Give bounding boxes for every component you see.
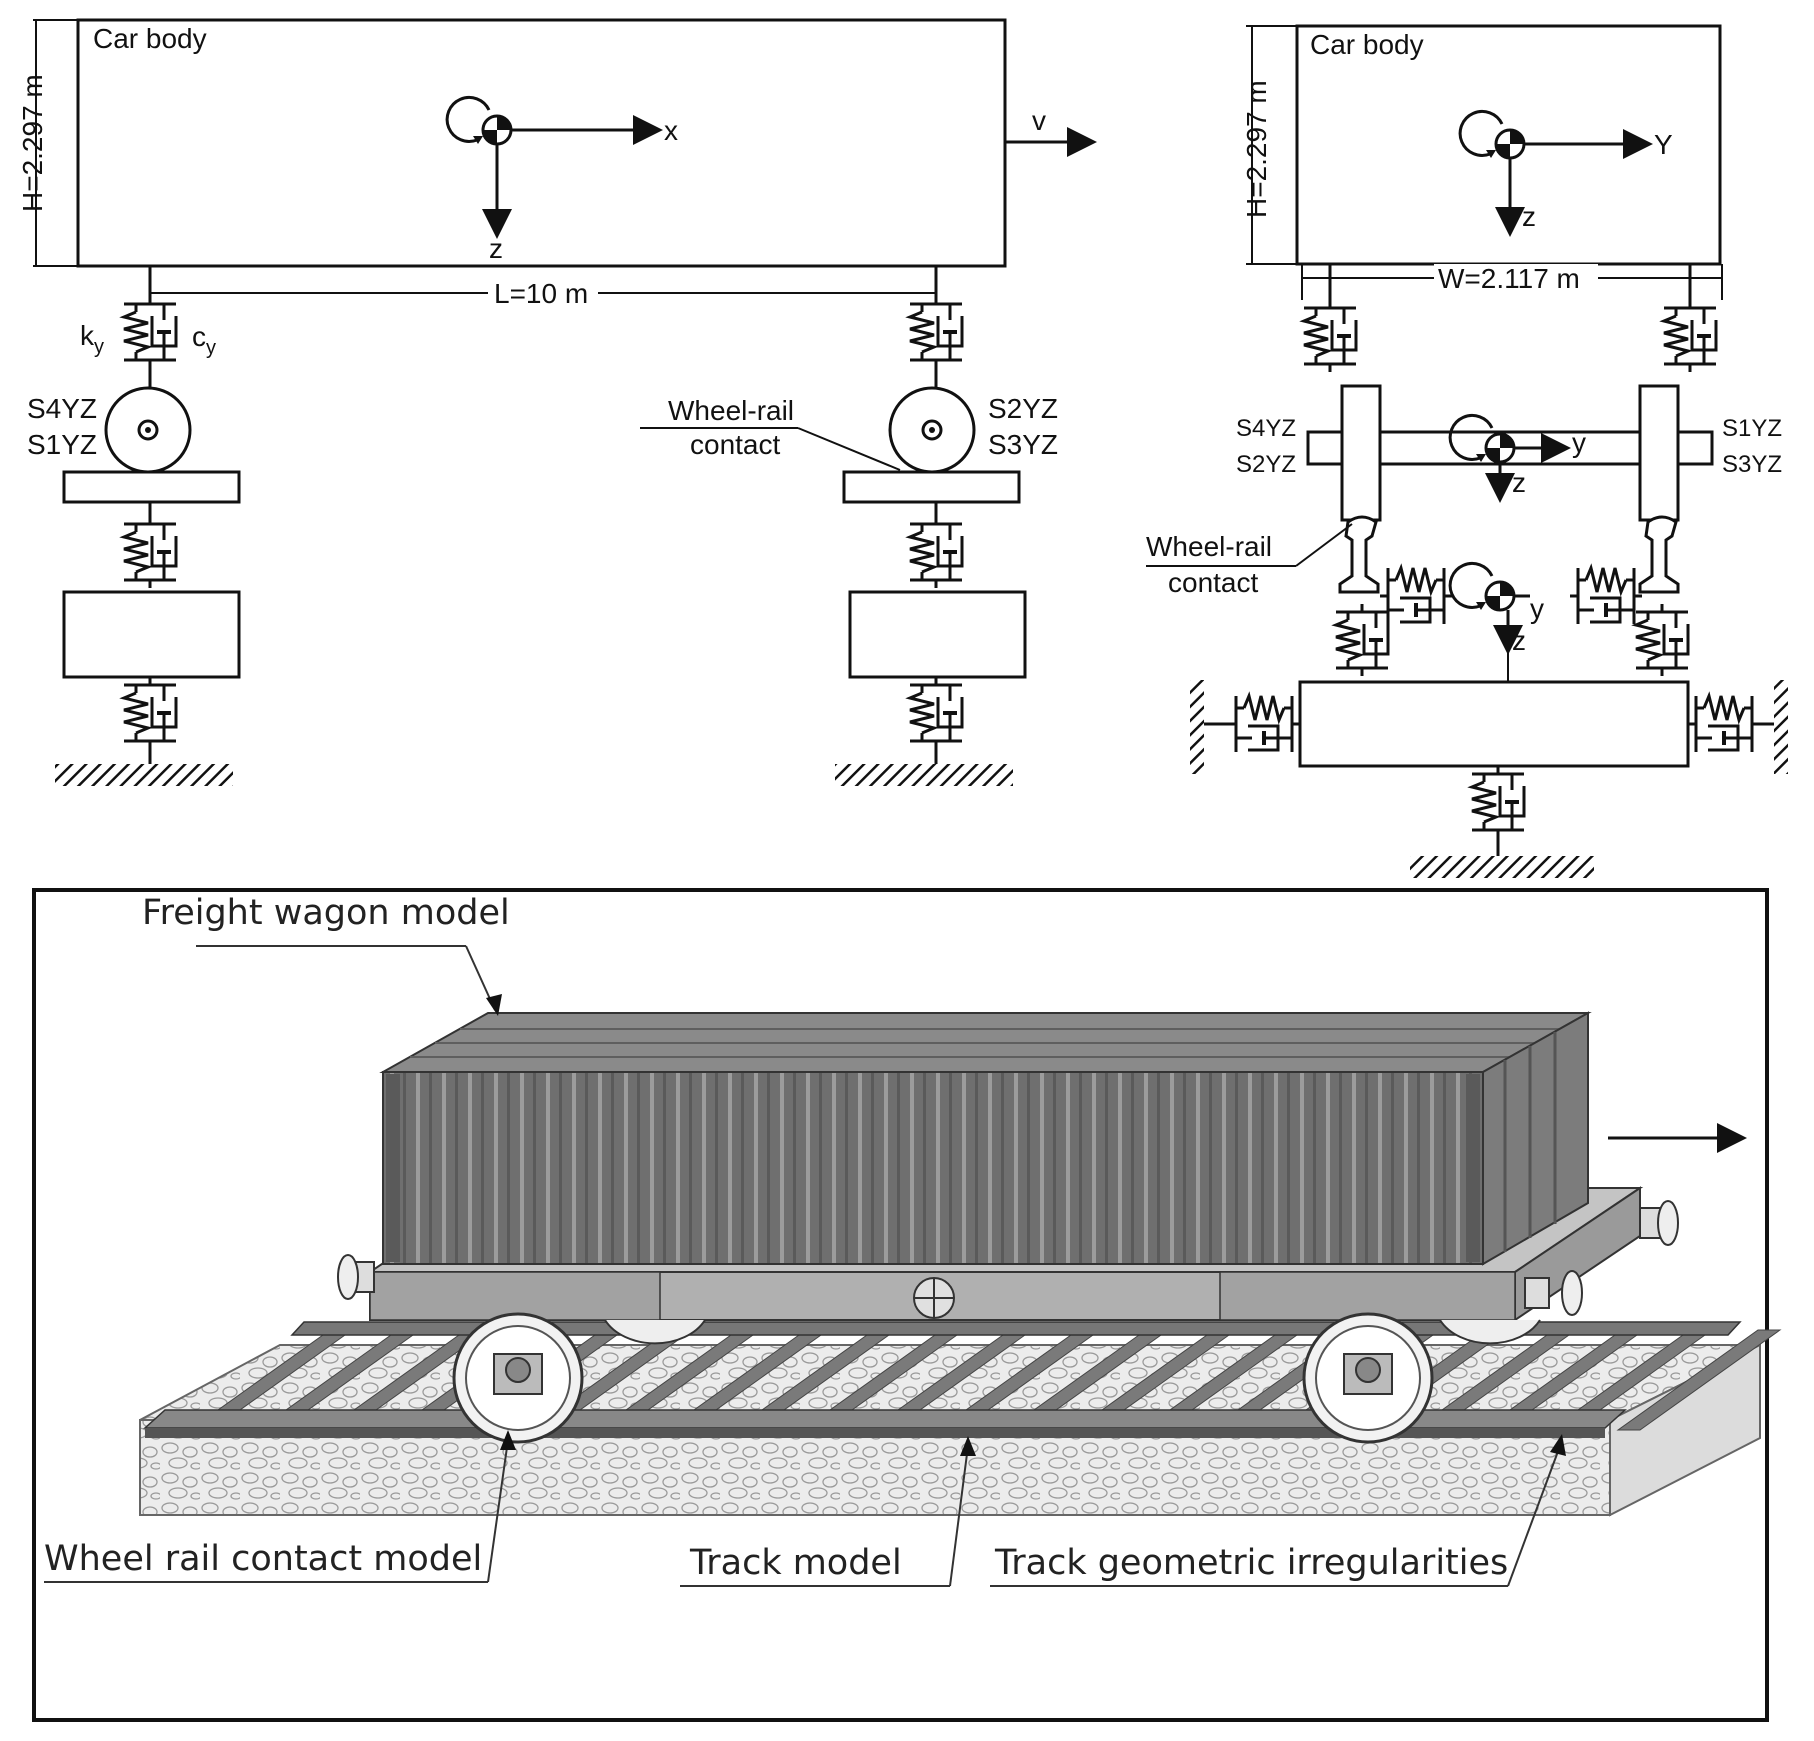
front-ground [1410,856,1594,878]
front-car-body-label: Car body [1310,29,1424,60]
front-cog-icon [1458,109,1526,160]
front-contact-label-1: Wheel-rail [1146,531,1272,562]
front-right-label-1: S1YZ [1722,415,1782,442]
container-end [1482,1011,1589,1266]
front-axle-y: y [1572,427,1586,458]
callout-track-model: Track model [689,1543,902,1583]
front-right-wheel [1638,384,1680,522]
side-left-rail [62,470,241,504]
front-left-suspension-icon [1302,298,1358,374]
callout-freight-wagon: Freight wagon model [142,893,510,933]
side-left-wheel-label-1: S4YZ [27,393,97,424]
front-left-railpad-icon [1334,602,1390,678]
front-right-suspension-icon [1662,298,1718,374]
side-right-rail [842,470,1021,504]
side-axis-z: z [489,233,503,264]
front-axle-z: z [1512,467,1526,498]
side-right-railpad-spring-icon [908,514,964,590]
side-left-railpad-spring-icon [122,514,178,590]
side-left-wheel-label-2: S1YZ [27,429,97,460]
callout-wheel-rail-contact: Wheel rail contact model [44,1539,482,1579]
front-track-z: z [1512,625,1526,656]
callout-track-irregularities: Track geometric irregularities [994,1543,1508,1583]
side-velocity-label: v [1032,105,1046,136]
side-damper-label: cy [192,321,216,359]
front-left-ballast-lateral-icon [1226,694,1302,754]
front-axis-z: z [1522,201,1536,232]
front-width-label: W=2.117 m [1438,263,1580,294]
side-cog-icon [445,95,513,146]
side-view-diagram: Car body H=2.297 m x z v L=10 m ky cy S4… [17,18,1097,786]
front-track-y: y [1530,593,1544,624]
front-right-rail [1638,515,1680,594]
wagon-track-model: Freight wagon model Wheel rail contact m… [32,888,1782,1722]
side-contact-label-1: Wheel-rail [668,395,794,426]
side-left-ground [55,764,233,786]
front-contact-label-2: contact [1168,567,1258,598]
side-contact-label-2: contact [690,429,780,460]
front-left-label-2: S2YZ [1236,451,1296,478]
side-left-primary-spring-icon [122,294,178,370]
front-left-wheel [1340,384,1382,522]
front-right-lateral-spring-icon [1568,566,1644,626]
front-view-diagram: Car body H=2.297 m Y z W=2.117 m y z S4Y… [1146,24,1788,878]
side-right-sleeper [848,590,1027,679]
side-car-body-label: Car body [93,23,207,54]
front-sleeper [1298,680,1690,768]
front-right-railpad-icon [1634,602,1690,678]
front-track-cog-icon [1448,561,1516,612]
sleeper [1616,1329,1782,1431]
side-right-primary-spring-icon [908,294,964,370]
front-axis-Y: Y [1654,129,1673,160]
front-height-label: H=2.297 m [1241,80,1272,218]
side-left-ballast-spring-icon [122,675,178,751]
side-axis-x: x [664,115,678,146]
front-left-rail [1338,515,1380,594]
side-spring-label: ky [80,320,104,358]
side-height-label: H=2.297 m [17,74,48,212]
side-left-sleeper [62,590,241,679]
side-length-label: L=10 m [494,278,588,309]
side-car-body [76,18,1007,268]
front-left-lateral-spring-icon [1378,566,1454,626]
front-right-label-2: S3YZ [1722,451,1782,478]
side-right-wheel-label-2: S3YZ [988,429,1058,460]
front-right-ballast-lateral-icon [1686,694,1762,754]
side-right-ground [835,764,1013,786]
front-ballast-vertical-icon [1470,764,1526,840]
side-right-wheel-label-1: S2YZ [988,393,1058,424]
side-right-ballast-spring-icon [908,675,964,751]
front-left-label-1: S4YZ [1236,415,1296,442]
container-side [382,1071,1484,1265]
